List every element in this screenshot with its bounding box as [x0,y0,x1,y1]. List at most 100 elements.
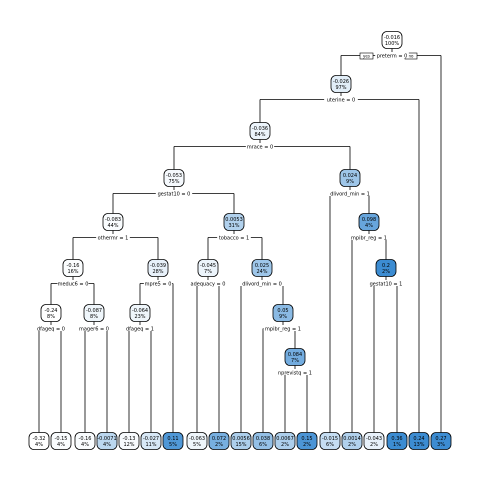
tree-node: 0.361% [386,432,408,450]
tree-edge [373,276,398,433]
split-label-bg [245,143,275,149]
tree-node: 0.22% [375,259,397,277]
split-label-bg [35,325,67,331]
split-label: dfageq = 1 [126,326,154,332]
tree-node-box [118,432,140,450]
tree-node-box [274,432,296,450]
split-label: mpibr_reg = 1 [351,235,387,241]
tree-node: -0.324% [28,432,50,450]
split-label: uterine = 0 [327,97,355,103]
node-value: -0.15 [55,436,68,442]
split-label-bg [275,369,315,375]
node-percent: 23% [134,314,145,320]
node-percent: 9% [279,314,287,320]
node-value: -0.039 [150,263,166,269]
no-label: no [409,54,415,59]
tree-node: 0.059% [272,304,294,322]
split-label-bg [57,280,89,286]
node-percent: 4% [365,223,373,229]
tree-node-box [28,432,50,450]
tree-node-box [363,432,385,450]
split-label-bg [78,325,110,331]
node-value: 0.072 [212,436,226,442]
yes-label: yes [363,54,370,59]
node-value: -0.0071 [97,436,116,442]
tree-node-box [129,304,151,322]
node-percent: 12% [123,442,134,448]
node-value: 0.27 [435,436,446,442]
tree-node-box [96,432,118,450]
node-value: -0.045 [200,263,216,269]
tree-node-box [330,75,352,93]
node-value: 0.0067 [276,436,294,442]
tree-node: 0.115% [162,432,184,450]
split-label: preterm = 0 [377,53,408,59]
node-percent: 9% [346,179,354,185]
node-percent: 15% [235,442,246,448]
node-value: -0.053 [166,173,182,179]
split-label-bg [239,280,285,286]
tree-node-box [284,348,306,366]
node-value: -0.24 [45,308,58,314]
tree-node-box [252,432,274,450]
split-label-bg [375,52,409,58]
split-label: nprevistq = 1 [278,370,312,376]
node-percent: 2% [382,269,390,275]
node-value: 0.038 [256,436,270,442]
tree-edge [240,276,284,433]
split-label-bg [367,280,405,286]
split-label-bg [124,325,156,331]
node-value: 0.0014 [343,436,361,442]
tree-edge [38,321,62,433]
split-label: meduc6 = 0 [58,281,89,287]
node-percent: 2% [303,442,311,448]
tree-node: 0.273% [430,432,452,450]
node-value: -0.063 [189,436,205,442]
split-label: tobacco = 1 [219,235,249,241]
tree-node-box [381,31,403,49]
node-value: -0.036 [252,126,268,132]
node-value: -0.16 [79,436,92,442]
tree-node-box [102,213,124,231]
split-label: adequacy = 0 [191,281,226,287]
node-percent: 5% [169,442,177,448]
split-label-bg [327,190,373,196]
node-value: 0.024 [343,173,357,179]
node-percent: 8% [47,314,55,320]
split-label: mrace = 0 [247,144,273,150]
node-value: 0.2 [382,263,390,269]
split-label-bg [189,280,227,286]
node-percent: 11% [145,442,156,448]
node-value: -0.16 [67,263,80,269]
node-percent: 75% [168,179,179,185]
node-value: 0.084 [288,352,302,358]
node-percent: 2% [370,442,378,448]
split-label: othermr = 1 [98,235,129,241]
node-percent: 24% [256,269,267,275]
tree-node-box [163,169,185,187]
split-label: mpre5 = 0 [145,281,172,287]
tree-edge [128,321,152,433]
split-label-bg [324,96,358,102]
node-value: -0.026 [333,79,349,85]
node-percent: 6% [259,442,267,448]
node-percent: 8% [90,314,98,320]
node-value: -0.043 [366,436,382,442]
split-label: gestat10 = 0 [158,191,191,197]
tree-node-box [186,432,208,450]
split-label: dlivord_min = 0 [242,281,282,287]
